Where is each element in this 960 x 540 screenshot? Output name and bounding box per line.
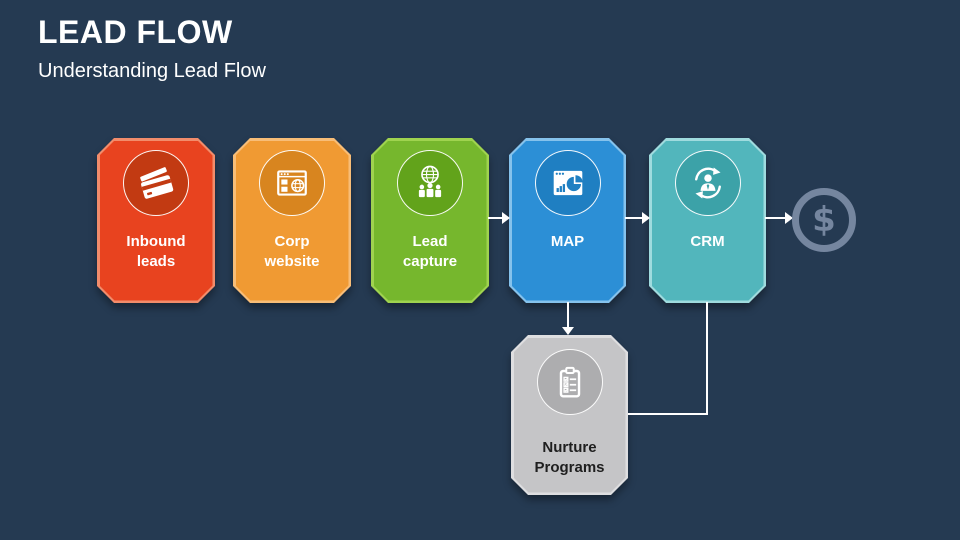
arrow-shaft bbox=[625, 217, 643, 219]
credit-cards-icon bbox=[123, 150, 189, 216]
arrow-shaft bbox=[567, 302, 569, 328]
globe-people-icon bbox=[397, 150, 463, 216]
arrow-head-icon bbox=[785, 212, 793, 224]
arrow-lead-capture-to-map bbox=[488, 211, 510, 225]
node-map: MAP bbox=[509, 138, 626, 303]
arrow-shaft bbox=[765, 217, 786, 219]
node-label: CRM bbox=[690, 233, 725, 250]
arrow-map-to-crm bbox=[625, 211, 650, 225]
dollar-symbol: $ bbox=[812, 200, 836, 240]
browser-chart-icon bbox=[534, 150, 601, 216]
page-subtitle: Understanding Lead Flow bbox=[38, 60, 266, 82]
person-sync-icon bbox=[674, 150, 741, 216]
dollar-circle-icon: $ bbox=[792, 188, 856, 252]
browser-globe-icon bbox=[259, 150, 325, 216]
connector-crm-to-nurture-vertical bbox=[706, 302, 708, 415]
node-crm: CRM bbox=[649, 138, 766, 303]
clipboard-checklist-icon bbox=[536, 349, 603, 415]
arrow-crm-to-money bbox=[765, 211, 793, 225]
node-label: MAP bbox=[550, 233, 585, 250]
page-title: LEAD FLOW bbox=[38, 14, 233, 50]
arrow-map-to-nurture bbox=[561, 302, 575, 335]
connector-crm-to-nurture-horizontal bbox=[628, 413, 708, 415]
arrow-head-icon bbox=[502, 212, 510, 224]
arrow-head-icon bbox=[562, 327, 574, 335]
arrow-shaft bbox=[488, 217, 503, 219]
arrow-head-icon bbox=[642, 212, 650, 224]
